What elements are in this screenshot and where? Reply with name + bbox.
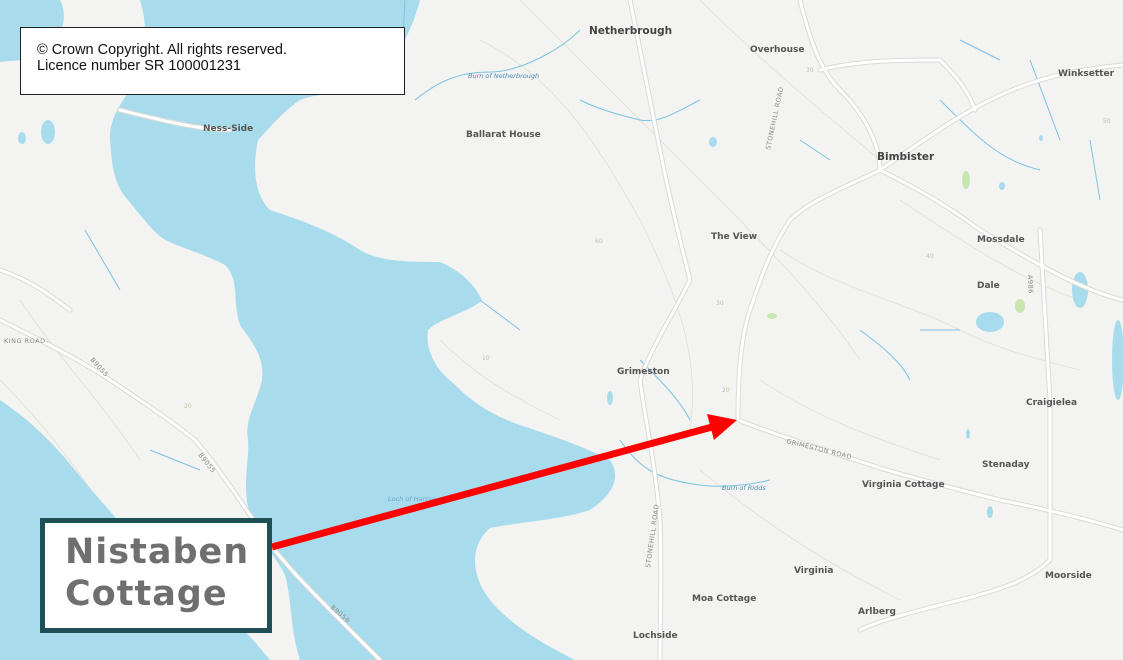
location-arrow bbox=[271, 414, 737, 551]
property-callout: Nistaben Cottage bbox=[40, 518, 272, 633]
contour-label: 20 bbox=[722, 387, 730, 394]
label-craigielea: Craigielea bbox=[1026, 398, 1077, 408]
label-mossdale: Mossdale bbox=[977, 235, 1025, 245]
licence-line: Licence number SR 100001231 bbox=[37, 58, 241, 74]
contour-lines bbox=[0, 0, 1081, 601]
label-winksetter: Winksetter bbox=[1058, 69, 1115, 79]
label-moorside: Moorside bbox=[1045, 571, 1092, 581]
label-the-view: The View bbox=[711, 232, 757, 242]
contour-label: 40 bbox=[926, 253, 934, 260]
copyright-line: © Crown Copyright. All rights reserved. bbox=[37, 42, 288, 58]
label-virginia-cottage: Virginia Cottage bbox=[862, 480, 945, 490]
vegetation bbox=[767, 171, 1025, 319]
contour-label: 10 bbox=[482, 355, 490, 362]
label-burn-netherbrough: Burn of Netherbrough bbox=[468, 72, 539, 80]
place-labels: Netherbrough Overhouse Winksetter Bimbis… bbox=[203, 25, 1115, 641]
label-dale: Dale bbox=[977, 281, 1000, 291]
contour-labels: 30 30 20 20 10 40 50 60 bbox=[184, 67, 1111, 410]
label-arlberg: Arlberg bbox=[858, 607, 896, 617]
label-burn-ridds: Burn of Ridds bbox=[722, 484, 766, 492]
contour-label: 30 bbox=[806, 67, 814, 74]
water-labels: Burn of Netherbrough Burn of Ridds Loch … bbox=[388, 72, 766, 503]
label-ness-side: Ness-Side bbox=[203, 124, 253, 134]
label-stenaday: Stenaday bbox=[982, 460, 1030, 470]
contour-label: 30 bbox=[716, 300, 724, 307]
label-king-road: KING ROAD bbox=[4, 337, 46, 345]
callout-line-1: Nistaben bbox=[65, 532, 250, 572]
arrow-head-icon bbox=[707, 414, 737, 440]
label-bimbister: Bimbister bbox=[877, 151, 935, 163]
label-loch-harray: Loch of Harray bbox=[388, 495, 436, 503]
label-ballarat-house: Ballarat House bbox=[466, 130, 541, 140]
contour-label: 60 bbox=[595, 238, 603, 245]
label-overhouse: Overhouse bbox=[750, 45, 805, 55]
label-lochside: Lochside bbox=[633, 631, 678, 641]
label-netherbrough: Netherbrough bbox=[589, 25, 672, 37]
contour-label: 50 bbox=[1103, 118, 1111, 125]
callout-line-2: Cottage bbox=[65, 574, 228, 614]
contour-label: 20 bbox=[184, 403, 192, 410]
label-moa-cottage: Moa Cottage bbox=[692, 594, 756, 604]
label-a986: A986 bbox=[1026, 275, 1035, 294]
label-grimeston: Grimeston bbox=[617, 367, 670, 377]
label-virginia: Virginia bbox=[794, 566, 833, 576]
copyright-notice: © Crown Copyright. All rights reserved. … bbox=[20, 27, 405, 95]
